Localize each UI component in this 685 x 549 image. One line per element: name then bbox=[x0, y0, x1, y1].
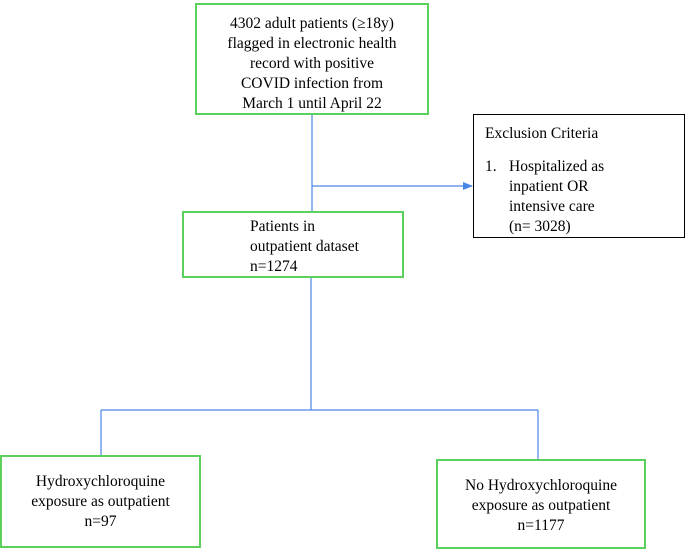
total-line-2: flagged in electronic health bbox=[227, 35, 397, 52]
exclusion-line-4: (n= 3028) bbox=[509, 218, 571, 235]
total-line-4: COVID infection from bbox=[240, 75, 384, 92]
hcq-line-2: exposure as outpatient bbox=[31, 493, 170, 510]
exclusion-item: 1. Hospitalized as inpatient OR intensiv… bbox=[485, 157, 684, 237]
no-hcq-line-3: n=1177 bbox=[517, 517, 565, 534]
hydroxychloroquine-exposure-box: Hydroxychloroquine exposure as outpatien… bbox=[0, 455, 201, 548]
outpatient-line-1: Patients in bbox=[250, 218, 316, 235]
exclusion-criteria-box: Exclusion Criteria 1. Hospitalized as in… bbox=[473, 114, 685, 238]
exclusion-heading: Exclusion Criteria bbox=[485, 125, 599, 142]
total-line-1: 4302 adult patients (≥18y) bbox=[230, 15, 394, 32]
no-hydroxychloroquine-box: No Hydroxychloroquine exposure as outpat… bbox=[436, 459, 646, 549]
no-hcq-line-1: No Hydroxychloroquine bbox=[465, 477, 617, 494]
total-patients-box: 4302 adult patients (≥18y) flagged in el… bbox=[195, 3, 429, 115]
exclusion-item-number: 1. bbox=[485, 158, 497, 175]
outpatient-dataset-box: Patients in outpatient dataset n=1274 bbox=[182, 211, 404, 278]
exclusion-line-2: inpatient OR bbox=[509, 178, 589, 195]
no-hcq-line-2: exposure as outpatient bbox=[471, 497, 611, 514]
exclusion-line-3: intensive care bbox=[509, 198, 595, 215]
total-line-3: record with positive bbox=[250, 55, 374, 72]
exclusion-item-text: Hospitalized as inpatient OR intensive c… bbox=[509, 157, 684, 237]
total-line-5: March 1 until April 22 bbox=[242, 95, 382, 112]
outpatient-line-2: outpatient dataset bbox=[250, 238, 359, 255]
exclusion-line-1: Hospitalized as bbox=[509, 158, 605, 175]
hcq-line-3: n=97 bbox=[84, 513, 117, 530]
outpatient-line-3: n=1274 bbox=[250, 258, 298, 275]
hcq-line-1: Hydroxychloroquine bbox=[35, 473, 166, 490]
